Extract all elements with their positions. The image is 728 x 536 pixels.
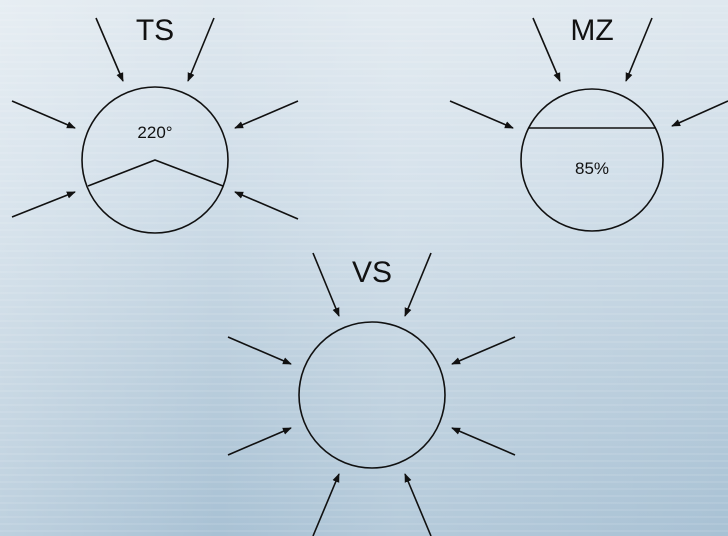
ts-arrow: [11, 191, 76, 218]
vs-arrow: [451, 427, 516, 456]
vs-arrow: [227, 427, 292, 456]
mz-arrow: [449, 100, 514, 129]
vs-arrow: [404, 473, 432, 536]
ts-wedge-line: [87, 159, 224, 187]
mz-arrow: [671, 100, 728, 127]
mz-arrow: [532, 17, 561, 82]
ts-arrow: [95, 17, 124, 82]
mz-circle: [520, 88, 664, 232]
vs-arrow: [227, 336, 292, 365]
ts-arrow: [234, 100, 299, 129]
mz-arrow: [625, 17, 653, 82]
vs-label: VS: [352, 256, 392, 289]
vs-arrow: [312, 252, 340, 317]
ts-circle: [81, 86, 229, 234]
vs-circle: [298, 321, 446, 469]
ts-arrow: [187, 17, 215, 82]
vs-arrow: [404, 252, 432, 317]
mz-label: MZ: [570, 14, 613, 47]
vs-arrow: [312, 473, 340, 536]
mz-value: 85%: [575, 159, 609, 178]
vs-arrow: [451, 336, 516, 365]
vs-diagram: VS: [227, 252, 516, 536]
ts-arrow: [11, 100, 76, 129]
ts-value: 220°: [137, 123, 172, 142]
mz-diagram: MZ 85%: [449, 14, 728, 232]
ts-label: TS: [136, 14, 174, 47]
ts-diagram: TS 220°: [11, 14, 299, 234]
ts-arrow: [234, 191, 299, 220]
